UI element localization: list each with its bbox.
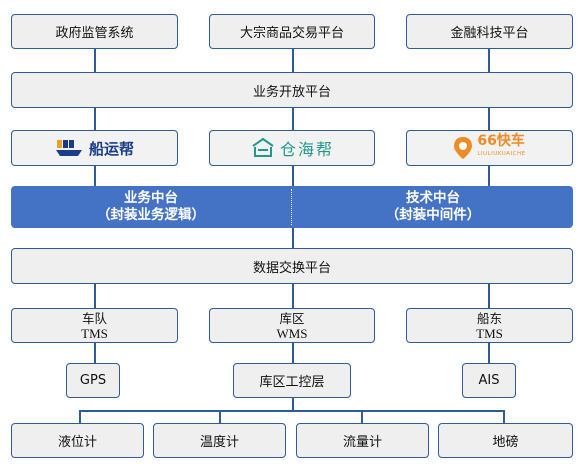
middle-platform-bar: 业务中台 （封装业务逻辑） 技术中台 （封装中间件） bbox=[11, 186, 573, 228]
connector-line bbox=[94, 284, 96, 308]
open-platform-box: 业务开放平台 bbox=[11, 72, 573, 108]
middle-platform-divider bbox=[291, 189, 292, 225]
tech-middle-platform: 技术中台 （封装中间件） bbox=[293, 186, 573, 228]
warehouse-control-box: 库区工控层 bbox=[233, 363, 351, 398]
connector-line bbox=[488, 49, 490, 72]
open-platform-label: 业务开放平台 bbox=[252, 84, 331, 100]
warehouse-system-label: WMS bbox=[276, 325, 308, 341]
ais-box: AIS bbox=[462, 363, 516, 398]
ship-logo-icon bbox=[55, 140, 82, 156]
connector-line bbox=[292, 108, 294, 130]
gps-label: GPS bbox=[79, 373, 107, 388]
truck-logo: 66快车 LIULIUKUAICHE bbox=[453, 133, 526, 161]
thermometer-label: 温度计 bbox=[199, 435, 239, 450]
connector-line bbox=[219, 410, 221, 423]
connector-line bbox=[292, 284, 294, 308]
connector-line bbox=[94, 108, 96, 130]
connector-line bbox=[488, 166, 490, 186]
connector-line bbox=[292, 49, 294, 72]
warehouse-logo-icon bbox=[252, 137, 274, 157]
warehouse-label: 库区 bbox=[279, 310, 305, 326]
warehouse-logo-box: 仓海帮 bbox=[209, 130, 375, 166]
connector-line bbox=[292, 228, 294, 248]
warehouse-logo: 仓海帮 bbox=[250, 136, 334, 160]
gps-box: GPS bbox=[66, 363, 120, 398]
connector-line bbox=[292, 343, 294, 363]
commodity-trading-label: 大宗商品交易平台 bbox=[239, 26, 344, 41]
connector-line bbox=[94, 343, 96, 363]
connector-line bbox=[79, 410, 81, 423]
tech-middle-title: 技术中台 bbox=[406, 190, 460, 206]
level-gauge-label: 液位计 bbox=[57, 435, 97, 450]
connector-line bbox=[292, 398, 294, 411]
warehouse-control-label: 库区工控层 bbox=[259, 375, 325, 390]
shipping-logo: 船运帮 bbox=[55, 138, 134, 159]
weighbridge-label: 地磅 bbox=[492, 435, 519, 450]
data-exchange-label: 数据交换平台 bbox=[252, 260, 331, 276]
connector-line bbox=[292, 166, 294, 186]
shipping-logo-box: 船运帮 bbox=[11, 130, 178, 166]
business-middle-subtitle: （封装业务逻辑） bbox=[97, 207, 205, 223]
warehouse-logo-text: 仓海帮 bbox=[279, 140, 334, 159]
connector-line bbox=[503, 410, 505, 423]
warehouse-wms-box: 库区 WMS bbox=[209, 308, 375, 343]
connector-line bbox=[94, 49, 96, 72]
fleet-label: 车队 bbox=[81, 310, 107, 326]
business-middle-platform: 业务中台 （封装业务逻辑） bbox=[11, 186, 291, 228]
tech-middle-subtitle: （封装中间件） bbox=[385, 207, 481, 223]
connector-line bbox=[488, 108, 490, 130]
truck-logo-box: 66快车 LIULIUKUAICHE bbox=[406, 130, 573, 166]
connector-line bbox=[488, 343, 490, 363]
fintech-box: 金融科技平台 bbox=[406, 14, 573, 49]
shipowner-tms-box: 船东 TMS bbox=[406, 308, 573, 343]
gov-supervision-label: 政府监管系统 bbox=[55, 26, 134, 41]
truck-logo-subtext: LIULIUKUAICHE bbox=[477, 151, 526, 157]
flowmeter-label: 流量计 bbox=[342, 435, 382, 450]
weighbridge-box: 地磅 bbox=[438, 423, 573, 458]
truck-logo-text: 66快车 bbox=[477, 133, 525, 149]
commodity-trading-box: 大宗商品交易平台 bbox=[209, 14, 375, 49]
fintech-label: 金融科技平台 bbox=[450, 26, 529, 41]
shipowner-label: 船东 bbox=[476, 310, 502, 326]
fleet-system-label: TMS bbox=[81, 325, 108, 341]
truck-logo-text-group: 66快车 LIULIUKUAICHE bbox=[477, 133, 526, 161]
connector-line bbox=[361, 410, 363, 423]
level-gauge-box: 液位计 bbox=[11, 423, 144, 458]
connector-line bbox=[488, 284, 490, 308]
flowmeter-box: 流量计 bbox=[296, 423, 429, 458]
data-exchange-box: 数据交换平台 bbox=[11, 248, 573, 284]
shipowner-system-label: TMS bbox=[476, 325, 503, 341]
shipping-logo-text: 船运帮 bbox=[88, 139, 134, 158]
connector-line bbox=[94, 166, 96, 186]
fleet-tms-box: 车队 TMS bbox=[11, 308, 178, 343]
gov-supervision-box: 政府监管系统 bbox=[11, 14, 178, 49]
truck-pin-logo-icon bbox=[454, 137, 473, 159]
business-middle-title: 业务中台 bbox=[124, 190, 178, 206]
connector-line bbox=[79, 410, 504, 412]
ais-label: AIS bbox=[478, 373, 500, 388]
thermometer-box: 温度计 bbox=[153, 423, 286, 458]
